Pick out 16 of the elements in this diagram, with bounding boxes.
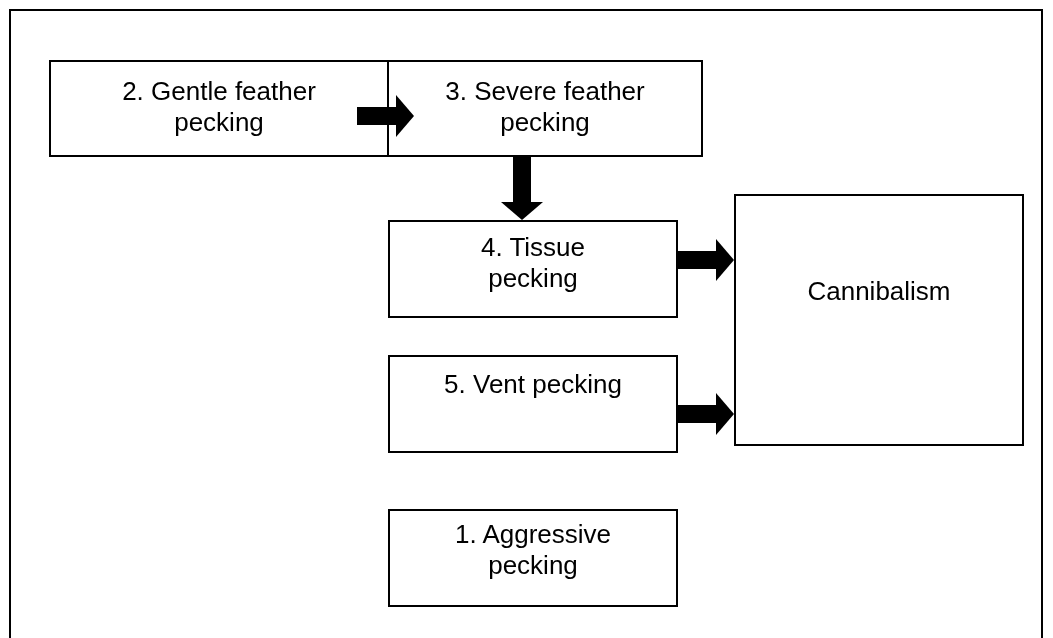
box-label: Cannibalism [807, 276, 951, 307]
process-box [388, 509, 678, 607]
block-arrow [678, 393, 734, 435]
process-box [734, 194, 1024, 446]
block-arrow [678, 239, 734, 281]
block-arrow [501, 157, 543, 220]
process-box [388, 220, 678, 318]
box-label: 3. Severe feather pecking [444, 76, 646, 138]
box-label: 2. Gentle feather pecking [121, 76, 317, 138]
process-box [388, 355, 678, 453]
box-label: 5. Vent pecking [444, 369, 622, 400]
box-label: 1. Aggressive pecking [453, 519, 613, 581]
box-label: 4. Tissue pecking [479, 232, 587, 294]
process-box [387, 60, 703, 157]
process-box [49, 60, 389, 157]
block-arrow [357, 95, 414, 137]
